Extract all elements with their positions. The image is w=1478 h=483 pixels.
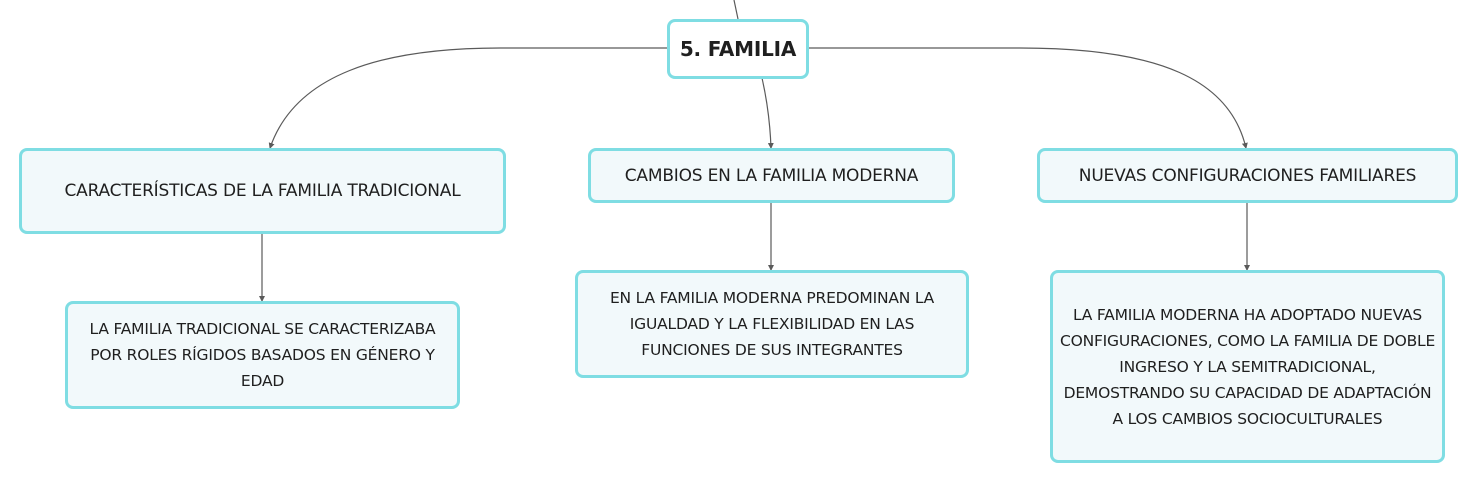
- branch-title: CAMBIOS EN LA FAMILIA MODERNA: [624, 165, 919, 186]
- detail-node-configuraciones[interactable]: LA FAMILIA MODERNA HA ADOPTADO NUEVAS CO…: [1050, 270, 1445, 463]
- detail-node-moderna[interactable]: EN LA FAMILIA MODERNA PREDOMINAN LA IGUA…: [575, 270, 969, 378]
- connector-parent-to-root: [733, 0, 739, 20]
- root-label: 5. FAMILIA: [679, 37, 797, 61]
- connector-root-to-moderna: [761, 77, 774, 149]
- branch-node-tradicional[interactable]: CARACTERÍSTICAS DE LA FAMILIA TRADICIONA…: [19, 148, 506, 234]
- detail-node-tradicional[interactable]: LA FAMILIA TRADICIONAL SE CARACTERIZABA …: [65, 301, 460, 409]
- connector-root-to-configuraciones: [808, 47, 1248, 149]
- root-node[interactable]: 5. FAMILIA: [667, 19, 809, 79]
- detail-text: EN LA FAMILIA MODERNA PREDOMINAN LA IGUA…: [609, 289, 935, 359]
- connector-root-to-tradicional: [268, 47, 668, 149]
- detail-text: LA FAMILIA TRADICIONAL SE CARACTERIZABA …: [89, 320, 436, 390]
- branch-node-configuraciones[interactable]: NUEVAS CONFIGURACIONES FAMILIARES: [1037, 148, 1458, 203]
- branch-title: NUEVAS CONFIGURACIONES FAMILIARES: [1078, 165, 1417, 186]
- detail-text: LA FAMILIA MODERNA HA ADOPTADO NUEVAS CO…: [1059, 305, 1436, 428]
- branch-node-moderna[interactable]: CAMBIOS EN LA FAMILIA MODERNA: [588, 148, 955, 203]
- branch-title: CARACTERÍSTICAS DE LA FAMILIA TRADICIONA…: [64, 181, 461, 201]
